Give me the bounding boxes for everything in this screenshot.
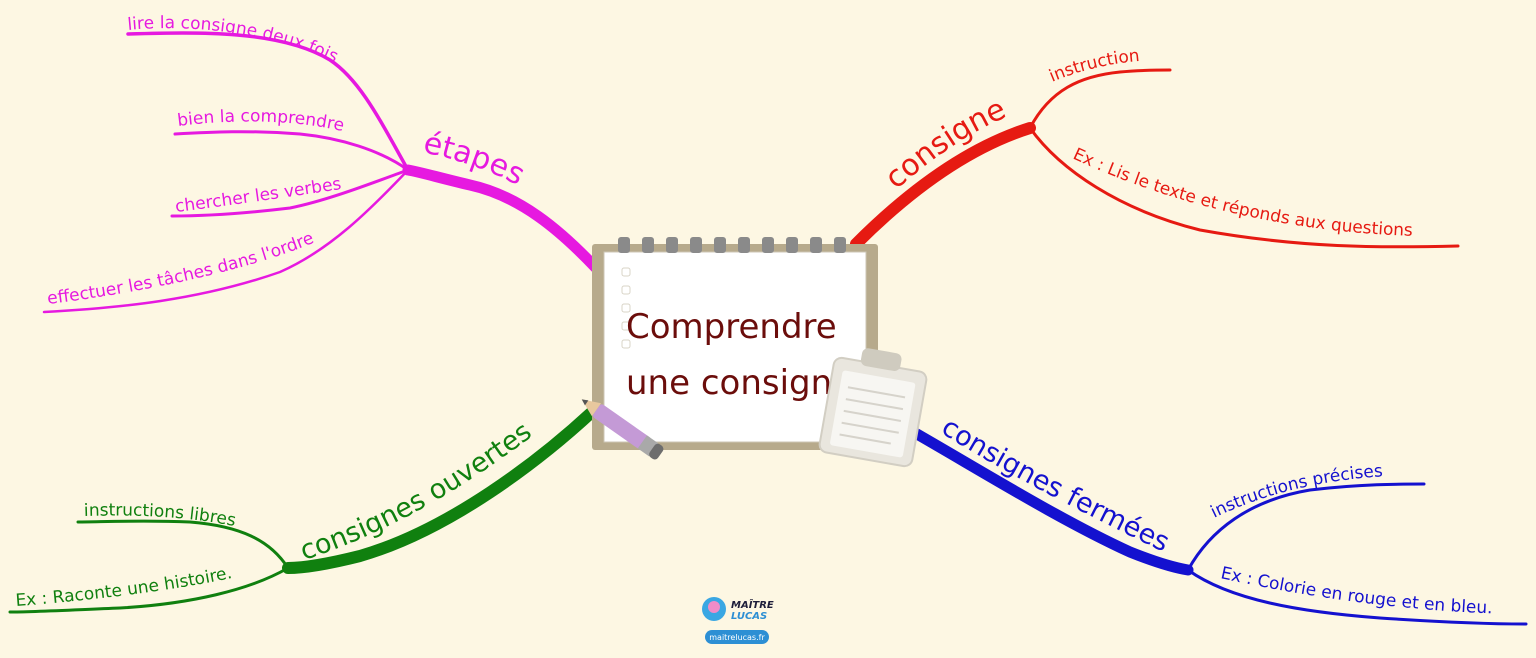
logo-line-2: LUCAS	[731, 611, 767, 622]
branch-etapes: étapes lire la consigne deux fois bien l…	[42, 13, 602, 314]
notepad-binding-rings	[618, 237, 846, 253]
consigne-item-2: Ex : Lis le texte et réponds aux questio…	[1070, 144, 1413, 240]
logo-line-1: MAÎTRE	[731, 597, 774, 611]
etapes-sub-line-4	[42, 168, 410, 314]
maitre-lucas-logo: MAÎTRE LUCAS maitrelucas.fr	[702, 597, 774, 644]
fermees-sub-line-2	[1186, 568, 1528, 626]
etapes-sub-line-1	[126, 31, 410, 172]
ouvertes-sub-line-2	[8, 566, 290, 614]
logo-url-pill	[705, 630, 769, 644]
fermees-item-1: instructions précises	[1208, 461, 1384, 522]
etapes-main-line	[402, 164, 602, 274]
consigne-main-line	[850, 122, 1036, 250]
ouvertes-item-1: instructions libres	[84, 501, 238, 532]
notepad-page	[603, 251, 867, 443]
consigne-sub-line-2	[1028, 126, 1460, 249]
clipboard-icon	[818, 348, 928, 468]
etapes-item-1: lire la consigne deux fois	[127, 13, 342, 67]
fermees-main-line	[904, 424, 1194, 576]
pencil-icon	[581, 399, 664, 460]
ouvertes-main-line	[282, 406, 598, 574]
branch-consignes-ouvertes: consignes ouvertes instructions libres E…	[8, 406, 598, 614]
fermees-sub-line-1	[1186, 482, 1426, 572]
central-notepad: Comprendre une consigne	[592, 237, 878, 450]
center-title-line-2: une consigne	[626, 363, 853, 403]
consigne-item-1: instruction	[1046, 46, 1140, 87]
ouvertes-sub-line-1	[76, 519, 290, 570]
ouvertes-item-2: Ex : Raconte une histoire.	[15, 563, 234, 611]
center-title-line-1: Comprendre	[626, 307, 837, 347]
logo-url: maitrelucas.fr	[709, 633, 765, 642]
notepad-margin-holes	[621, 267, 631, 349]
etapes-sub-line-3	[170, 168, 410, 218]
branch-consigne: consigne instruction Ex : Lis le texte e…	[850, 46, 1460, 250]
fermees-item-2: Ex : Colorie en rouge et en bleu.	[1219, 563, 1493, 618]
etapes-sub-line-2	[173, 130, 410, 172]
branch-consignes-fermees: consignes fermées instructions précises …	[904, 412, 1528, 626]
fermees-label: consignes fermées	[936, 412, 1174, 559]
consigne-sub-line-1	[1028, 68, 1172, 130]
